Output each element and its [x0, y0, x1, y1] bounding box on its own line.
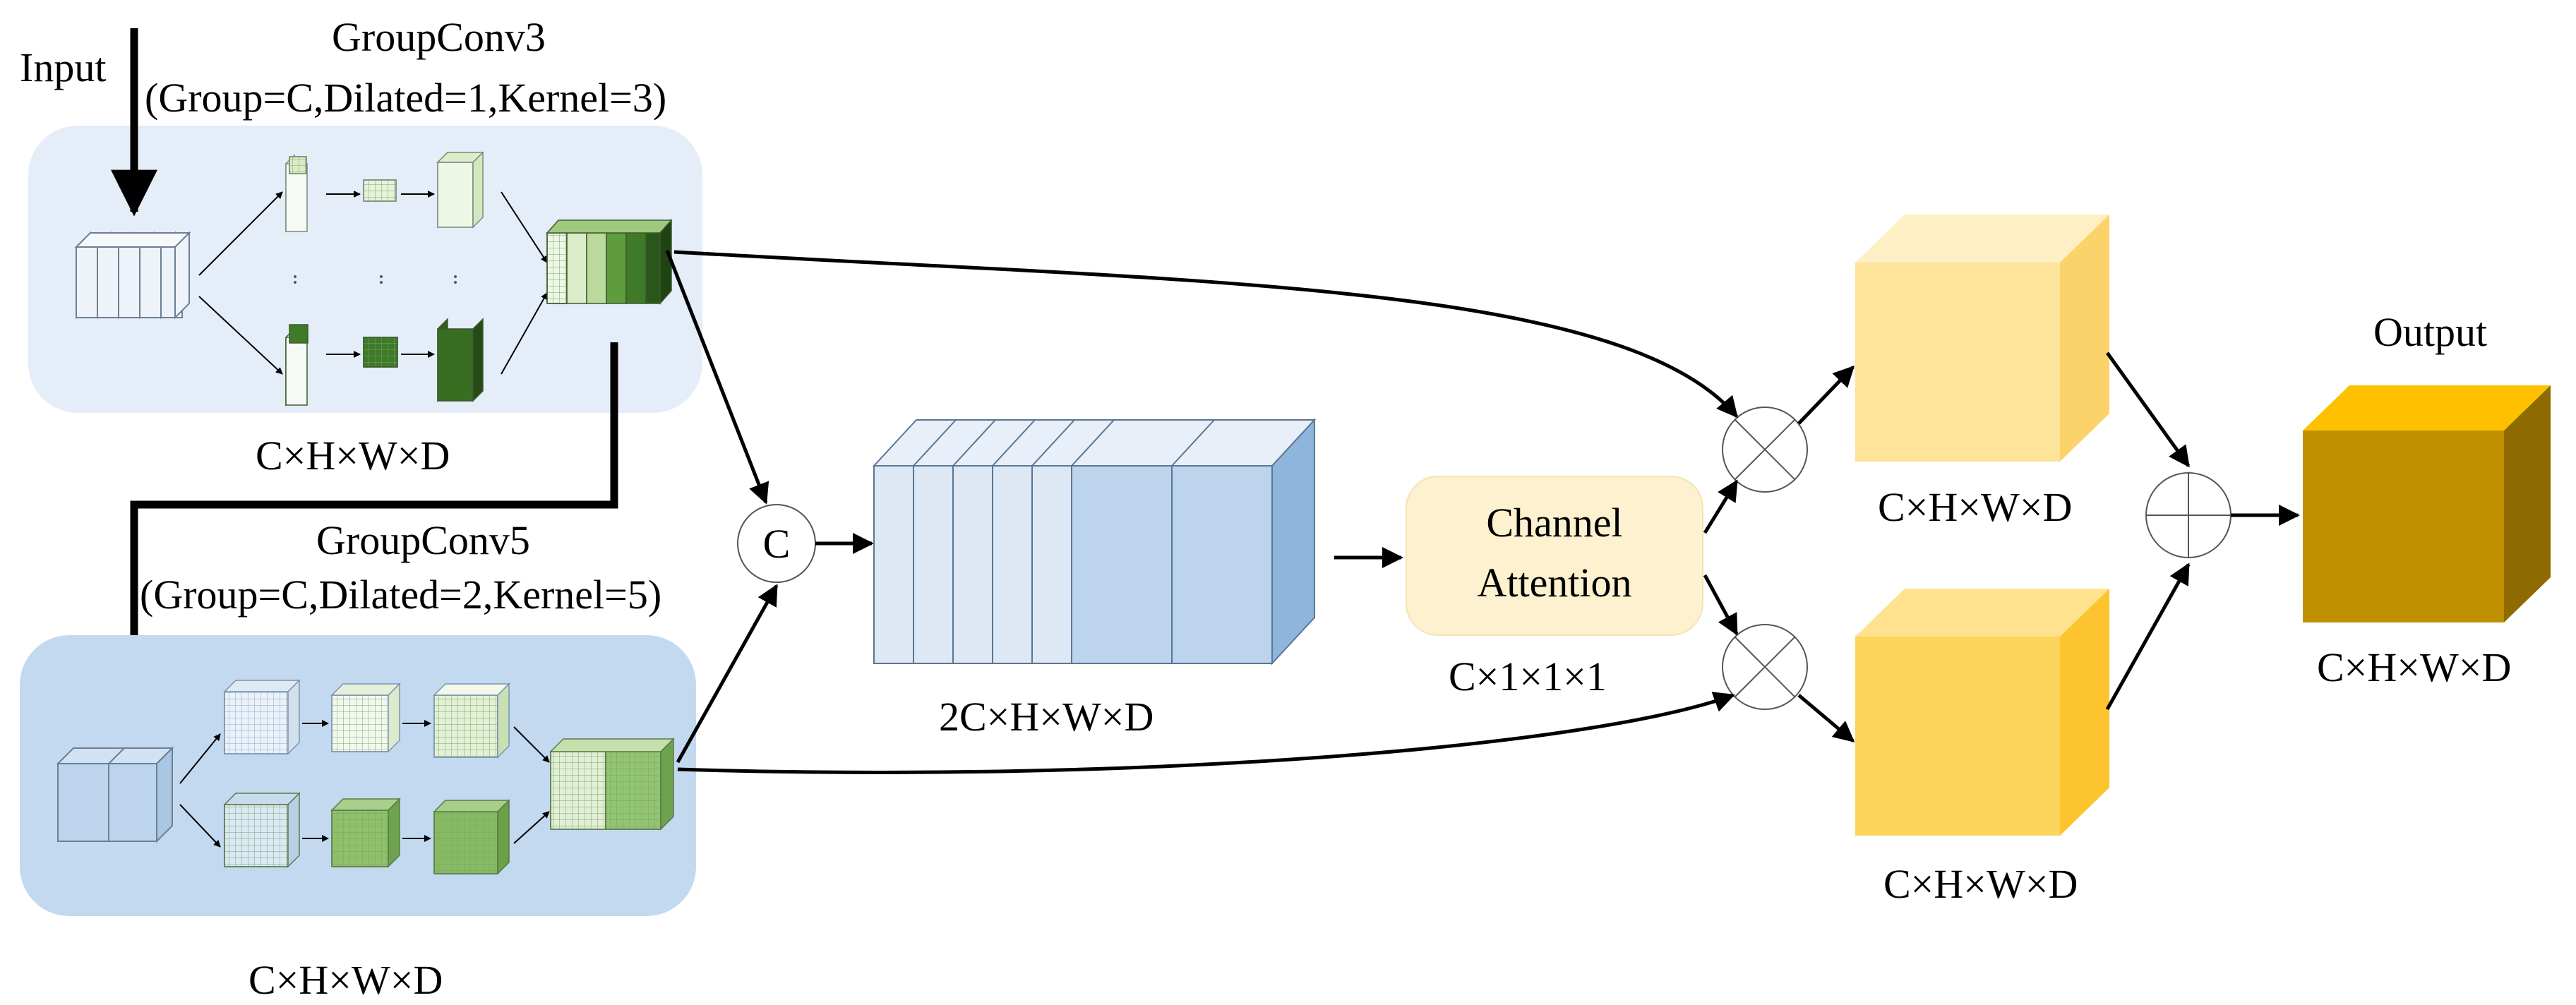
mul-bottom-to-cube-arrow: [1797, 694, 1855, 742]
concat-dim: 2C×H×W×D: [939, 694, 1154, 740]
multiply-top-operator: [1722, 407, 1808, 493]
cube-bottom-to-add-arrow: [2105, 562, 2191, 711]
groupconv3-input-stack: [74, 231, 191, 320]
input-label: Input: [20, 44, 106, 90]
groupconv5-dim: C×H×W×D: [248, 957, 443, 1003]
groupconv5-panel: [20, 635, 696, 916]
groupconv5-top-path: [223, 679, 510, 759]
groupconv3-internal-arrows: [198, 191, 548, 375]
multiply-bottom-operator: [1722, 624, 1808, 710]
attention-dim: C×1×1×1: [1449, 654, 1607, 699]
gc5-to-concat-arrow: [676, 584, 779, 764]
branch-bottom-dim: C×H×W×D: [1883, 861, 2078, 907]
groupconv3-title: GroupConv3: [332, 14, 546, 60]
channel-attention-line2: Attention: [1477, 560, 1631, 606]
add-operator: [2145, 472, 2231, 558]
attention-to-mul-top-arrow: [1703, 479, 1739, 534]
groupconv5-output-stack: [549, 738, 675, 831]
groupconv3-output-stack: [546, 219, 673, 305]
groupconv5-input-arrow: [111, 342, 618, 735]
output-cube: [2303, 385, 2551, 622]
gc3-skip-curve: [673, 250, 1738, 419]
groupconv3-dim: C×H×W×D: [256, 433, 450, 479]
groupconv3-ellipsis: [294, 275, 457, 284]
branch-bottom-cube: [1855, 589, 2109, 836]
cube-top-to-add-arrow: [2105, 351, 2191, 468]
groupconv3-params: (Group=C,Dilated=1,Kernel=3): [145, 75, 666, 121]
concat-symbol: C: [763, 521, 791, 567]
groupconv5-internal-arrows: [179, 720, 550, 848]
mul-top-to-cube-arrow: [1797, 365, 1855, 425]
groupconv3-panel: [28, 126, 702, 413]
attention-to-mul-bottom-arrow: [1703, 574, 1739, 636]
groupconv5-title: GroupConv5: [316, 517, 530, 563]
groupconv5-input-stack: [56, 746, 174, 843]
gc5-skip-curve: [677, 692, 1735, 774]
channel-attention-line1: Channel: [1486, 500, 1622, 546]
concat-stack: [872, 418, 1317, 666]
groupconv5-bottom-path: [223, 792, 510, 875]
output-label: Output: [2373, 309, 2487, 355]
groupconv3-bottom-path: [285, 318, 484, 407]
branch-top-dim: C×H×W×D: [1878, 484, 2072, 530]
groupconv3-top-path: [285, 151, 484, 233]
output-dim: C×H×W×D: [2317, 644, 2511, 690]
branch-top-cube: [1855, 215, 2109, 462]
channel-attention-box: [1406, 476, 1703, 636]
gc3-to-concat-arrow: [665, 250, 769, 505]
groupconv5-params: (Group=C,Dilated=2,Kernel=5): [140, 572, 661, 618]
